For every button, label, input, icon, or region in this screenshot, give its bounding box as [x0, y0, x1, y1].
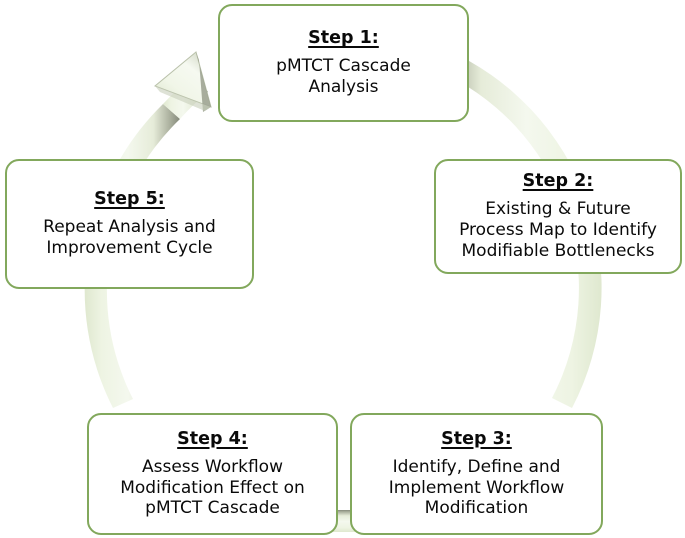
- ring-arc-left: [84, 104, 180, 408]
- step-2-body: Existing & Future Process Map to Identif…: [459, 199, 657, 261]
- step-4-title: Step 4:: [177, 428, 248, 449]
- step-box-5[interactable]: Step 5: Repeat Analysis and Improvement …: [5, 159, 254, 289]
- step-1-body: pMTCT Cascade Analysis: [276, 56, 411, 97]
- step-box-1[interactable]: Step 1: pMTCT Cascade Analysis: [218, 4, 469, 122]
- step-box-2[interactable]: Step 2: Existing & Future Process Map to…: [434, 159, 682, 274]
- step-3-body: Identify, Define and Implement Workflow …: [388, 456, 565, 519]
- step-5-title: Step 5:: [94, 189, 165, 210]
- cycle-arrowhead-icon: [154, 51, 212, 112]
- step-5-body: Repeat Analysis and Improvement Cycle: [43, 217, 216, 258]
- step-2-title: Step 2:: [522, 171, 594, 192]
- ring-arc-right: [434, 49, 602, 408]
- ring-arc-bottom: [333, 510, 355, 532]
- step-1-title: Step 1:: [308, 28, 379, 49]
- step-4-body: Assess Workflow Modification Effect on p…: [120, 456, 305, 519]
- step-box-4[interactable]: Step 4: Assess Workflow Modification Eff…: [87, 413, 338, 535]
- step-3-title: Step 3:: [441, 428, 512, 449]
- step-box-3[interactable]: Step 3: Identify, Define and Implement W…: [350, 413, 603, 535]
